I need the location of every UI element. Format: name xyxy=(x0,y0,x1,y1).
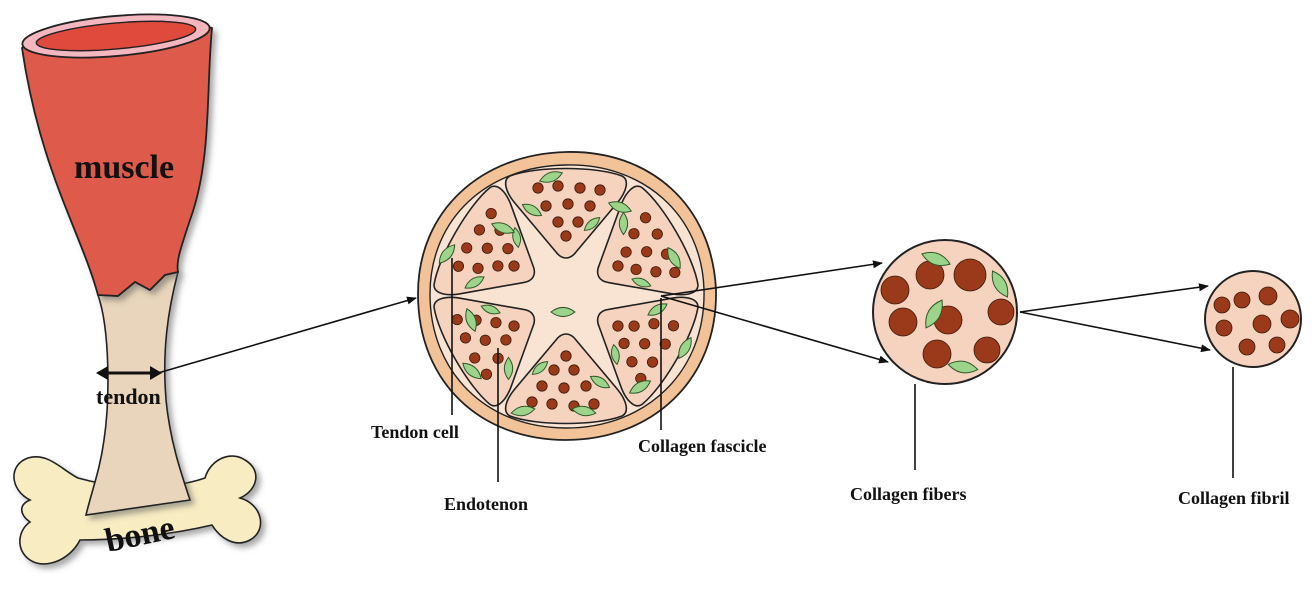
collagen-fibril xyxy=(1214,297,1230,313)
collagen-fibril xyxy=(1239,339,1255,355)
tendon-cell-label: Tendon cell xyxy=(371,422,459,442)
collagen-fiber xyxy=(881,276,909,304)
collagen-fibril xyxy=(1253,315,1271,333)
endotenon-label: Endotenon xyxy=(444,494,528,514)
tendon-label: tendon xyxy=(96,384,161,409)
collagen-fiber xyxy=(889,308,917,336)
fascicle-fiber-dot xyxy=(589,399,599,409)
fascicle-fiber-dot xyxy=(595,185,605,195)
fibers-to-fibril-arrow-bottom xyxy=(1020,312,1210,350)
fascicle-fiber-dot xyxy=(561,351,571,361)
collagen-fiber xyxy=(954,259,986,291)
muscle-tendon-unit: muscle tendon bone xyxy=(14,8,261,564)
fascicle-fiber-dot xyxy=(537,381,547,391)
collagen-fibers-label: Collagen fibers xyxy=(850,484,967,504)
collagen-fibril xyxy=(1259,287,1277,305)
collagen-fibril xyxy=(1234,292,1250,308)
fascicle-fiber-dot xyxy=(553,181,563,191)
fascicle-fiber-dot xyxy=(547,399,557,409)
tendon-arrowhead-left xyxy=(96,366,108,380)
fascicle-fiber-dot xyxy=(541,201,551,211)
muscle-label: muscle xyxy=(74,149,174,186)
fascicle-fiber-dot xyxy=(585,201,595,211)
fascicle-fiber-dot xyxy=(533,183,543,193)
fascicle-fiber-dot xyxy=(575,183,585,193)
collagen-fibril-circle xyxy=(1205,271,1301,367)
fascicle-fiber-dot xyxy=(549,365,559,375)
fibers-to-fibril-arrow-top xyxy=(1020,286,1208,312)
collagen-fibril-label: Collagen fibril xyxy=(1178,488,1290,508)
tendon-cross-section xyxy=(418,152,716,440)
fascicle-fiber-dot xyxy=(569,365,579,375)
collagen-fibers-circle xyxy=(873,240,1017,384)
fascicle-fiber-dot xyxy=(559,383,569,393)
collagen-fibril xyxy=(1281,310,1299,328)
collagen-fibril xyxy=(1269,337,1285,353)
collagen-fiber xyxy=(974,337,1000,363)
fascicle-fiber-dot xyxy=(573,217,583,227)
fascicle-fiber-dot xyxy=(561,231,571,241)
fascicle-fiber-dot xyxy=(563,199,573,209)
fascicle-fiber-dot xyxy=(553,217,563,227)
collagen-fiber xyxy=(923,340,951,368)
tendon-to-section-arrow xyxy=(158,298,416,373)
collagen-fibril xyxy=(1216,320,1232,336)
fascicle-fiber-dot xyxy=(527,397,537,407)
collagen-fiber xyxy=(988,299,1014,325)
fascicle-fiber-dot xyxy=(581,381,591,391)
collagen-fascicle-label: Collagen fascicle xyxy=(638,436,766,456)
